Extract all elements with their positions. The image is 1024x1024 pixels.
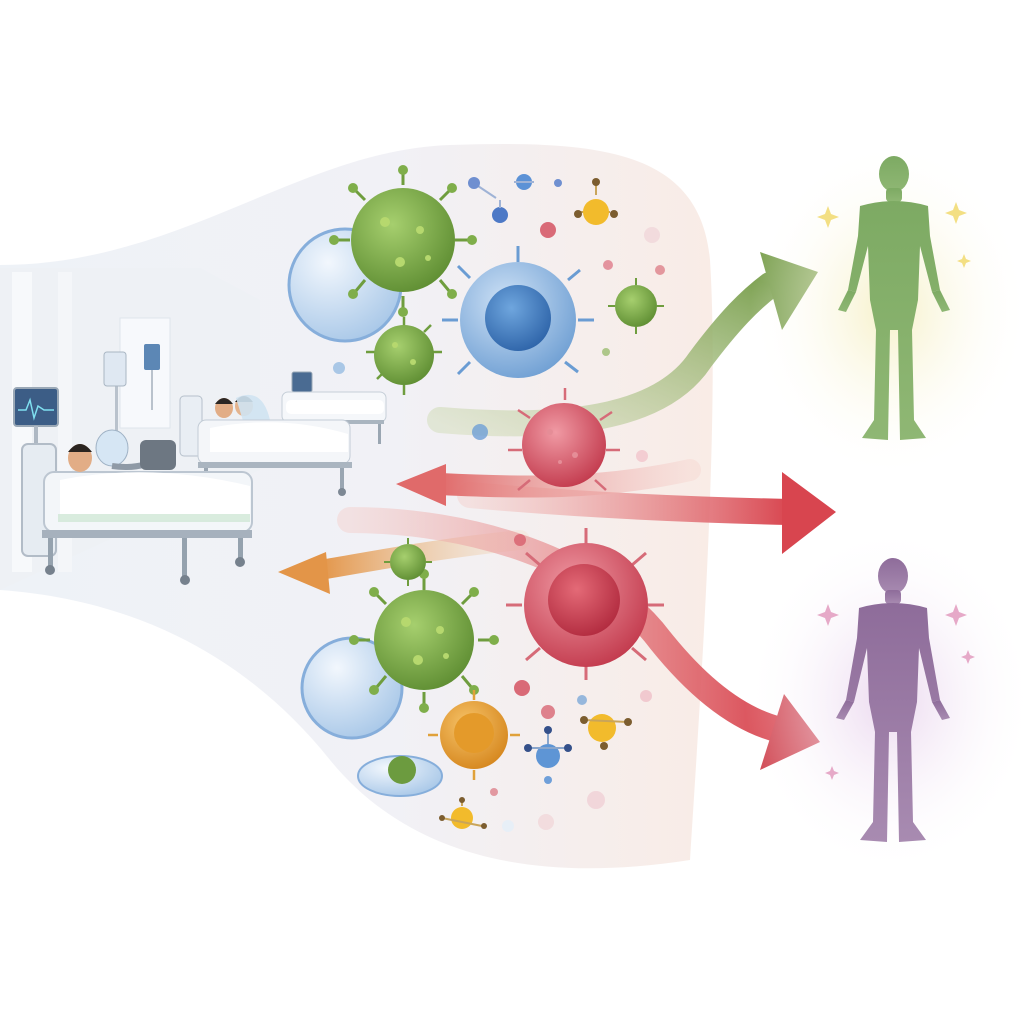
virus-icon (608, 278, 664, 334)
virus-icon (357, 755, 443, 797)
hospital-bed-icon (179, 395, 352, 500)
pathogen-cluster-lower (300, 528, 664, 797)
human-silhouette-icon (836, 558, 950, 842)
iv-drip-icon (103, 344, 160, 442)
molecule-icon (574, 178, 618, 225)
molecule-icon (468, 174, 562, 223)
pathogen-cluster-upper (287, 165, 664, 491)
immune-cell-icon (442, 246, 594, 378)
molecule-icon (580, 714, 632, 750)
patient-icon (215, 398, 233, 418)
virus-icon (349, 569, 499, 713)
red-blood-cell-icon (506, 528, 664, 680)
virus-icon (384, 538, 432, 586)
vital-signs-monitor-icon (291, 371, 313, 393)
human-silhouette-icon (838, 156, 950, 440)
red-blood-cell-icon (508, 388, 620, 491)
molecule-icon (524, 726, 572, 784)
patient-icon (235, 394, 270, 424)
ventilator-icon (95, 429, 176, 470)
patient-icon (68, 444, 92, 472)
hospital-ward (0, 268, 387, 590)
sparkle-icon (817, 604, 975, 780)
hospital-bed-icon (281, 391, 387, 446)
virus-icon (329, 165, 477, 317)
arrow-to-center-right (457, 472, 836, 554)
molecule-icon (439, 797, 487, 829)
hospital-bed-icon (21, 443, 253, 585)
sparkle-icon (817, 202, 971, 268)
vital-signs-monitor-icon (13, 387, 59, 446)
virus-icon (366, 317, 442, 395)
immune-cell-icon (428, 690, 520, 780)
